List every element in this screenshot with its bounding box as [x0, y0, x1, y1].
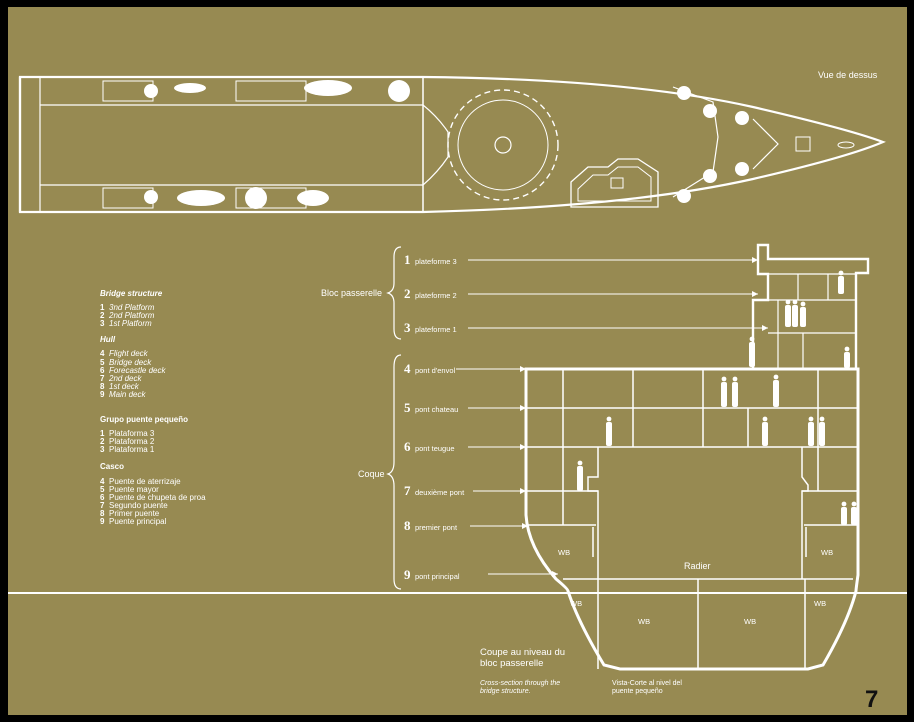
legend-hull-title-es: Casco [100, 462, 125, 472]
level-4-label: 4 pont d'envol [404, 361, 456, 376]
level-5-label: 5 pont chateau [404, 400, 459, 415]
wb-label: WB [570, 599, 583, 608]
coque-label: Coque [358, 469, 385, 479]
page-number: 7 [865, 686, 879, 713]
legend-bridge-title-en: Bridge structure [100, 289, 163, 298]
wb-label: WB [814, 599, 827, 608]
level-6-label: 6 pont teugue [404, 439, 455, 454]
radier-label: Radier [684, 561, 711, 571]
level-7-label: 7 deuxième pont [404, 483, 465, 498]
cross-section [8, 243, 907, 671]
legend-bridge-title-es: Grupo puente pequeño [100, 415, 188, 425]
crew-figures [577, 270, 857, 525]
level-2-label: 2 plateforme 2 [404, 286, 457, 301]
level-8-label: 8 premier pont [404, 518, 458, 533]
top-view-label: Vue de dessus [818, 70, 878, 80]
wb-label: WB [638, 617, 651, 626]
ship-top-view [18, 75, 886, 214]
level-9-label: 9 pont principal [404, 567, 460, 582]
wb-label: WB [821, 548, 834, 557]
level-3-label: 3 plateforme 1 [404, 320, 457, 335]
legend-hull-title-en: Hull [100, 335, 116, 345]
wb-label: WB [744, 617, 757, 626]
wb-label: WB [558, 548, 571, 557]
level-1-label: 1 plateforme 3 [404, 252, 457, 267]
bloc-passerelle-label: Bloc passerelle [321, 288, 383, 298]
